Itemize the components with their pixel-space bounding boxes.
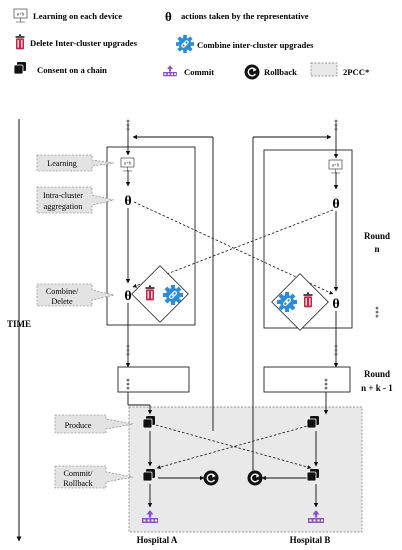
legend-rollback-label: Rollback xyxy=(264,67,297,77)
callout-learning-text: Learning xyxy=(47,159,77,168)
gear-icon xyxy=(175,34,195,54)
time-label: TIME xyxy=(7,319,31,329)
legend-combine-label: Combine inter-cluster upgrades xyxy=(197,40,314,50)
round-nk-line1: Round xyxy=(364,369,390,379)
rollback-icon-a xyxy=(202,469,220,487)
round-n-line2: n xyxy=(374,244,379,254)
callout-combine-line2: Delete xyxy=(51,297,73,306)
commit-icon xyxy=(163,65,177,77)
callout-learning: Learning xyxy=(36,154,115,172)
callout-combine: Combine/ Delete xyxy=(36,283,115,307)
hospital-a-label: Hospital A xyxy=(137,535,178,545)
legend-pcc-label: 2PCC* xyxy=(343,67,369,77)
theta-a-intra: θ xyxy=(124,194,131,209)
callout-produce: Produce xyxy=(54,414,134,434)
exchange-lines xyxy=(132,201,334,469)
theta-icon: θ xyxy=(165,9,172,24)
rollback-icon xyxy=(243,63,261,81)
pcc-swatch xyxy=(310,62,338,77)
callout-combine-line1: Combine/ xyxy=(46,287,79,296)
callout-commit: Commit/ Rollback xyxy=(54,465,134,489)
legend-consent-label: Consent on a chain xyxy=(37,65,107,75)
theta-b-intra: θ xyxy=(332,197,339,212)
trash-icon-b xyxy=(303,292,313,308)
round-n-line1: Round xyxy=(364,231,390,241)
legend-learning-label: Learning on each device xyxy=(33,11,122,21)
round-nk-box-a xyxy=(117,366,190,393)
legend-commit-label: Commit xyxy=(184,67,214,77)
round-box-a xyxy=(106,146,196,326)
flow-dots xyxy=(126,119,379,390)
rollback-icon-b xyxy=(246,469,264,487)
learning-device-icon xyxy=(13,8,28,23)
legend-theta-label: actions taken by the representative xyxy=(181,11,309,21)
callout-intra-line1: Intra-cluster xyxy=(43,191,83,200)
chain-icon xyxy=(13,61,27,75)
callout-produce-text: Produce xyxy=(65,421,92,430)
pcc-region xyxy=(128,406,363,533)
combine-diamond-a xyxy=(131,265,189,323)
theta-a-combine: θ xyxy=(124,289,131,304)
trash-icon xyxy=(15,34,25,50)
callout-intra: Intra-cluster aggregation xyxy=(36,186,115,214)
round-nk-line2: n + k - 1 xyxy=(361,383,393,393)
trash-icon-a xyxy=(145,285,155,301)
device-icon-a xyxy=(120,157,135,172)
round-box-b xyxy=(263,149,353,329)
round-nk-box-b xyxy=(263,366,351,393)
hospital-b-label: Hospital B xyxy=(290,535,331,545)
legend: Learning on each device θ actions taken … xyxy=(13,8,369,81)
callout-intra-line2: aggregation xyxy=(44,202,83,211)
callout-commit-line1: Commit/ xyxy=(63,469,93,478)
callout-commit-line2: Rollback xyxy=(63,479,93,488)
time-axis: TIME xyxy=(7,119,31,542)
gear-icon-a xyxy=(162,284,184,306)
gear-icon-b xyxy=(276,291,298,313)
combine-diamond-b xyxy=(271,273,329,331)
theta-b-combine: θ xyxy=(332,297,339,312)
legend-delete-label: Delete Inter-cluster upgrades xyxy=(30,38,138,48)
device-icon-b xyxy=(328,159,343,174)
